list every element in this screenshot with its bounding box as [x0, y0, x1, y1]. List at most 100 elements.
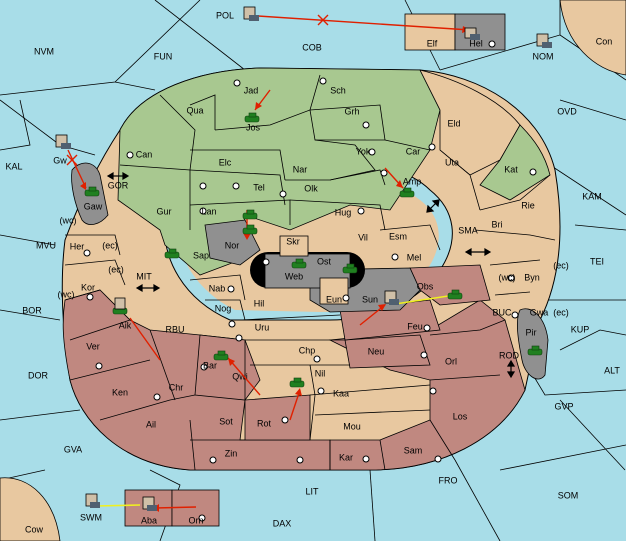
land-label-Her: Her [70, 241, 85, 251]
land-label-Tel: Tel [253, 182, 265, 192]
skr-land[interactable] [279, 235, 309, 257]
land-label-Gw: Gw [53, 155, 67, 165]
land-label-Jos: Jos [246, 122, 261, 132]
land-label-Nar: Nar [293, 164, 308, 174]
sea-label-Cow: Cow [25, 524, 44, 534]
land-label-Gwa: Gwa [530, 307, 549, 317]
sea-label-GVP: GVP [554, 401, 573, 411]
sea-label-DOR: DOR [28, 370, 49, 380]
fleet-icon [243, 6, 259, 21]
fleet-icon [536, 33, 552, 48]
sea-label-BUC: BUC [492, 307, 512, 317]
army-icon [447, 289, 463, 300]
double-arrow-icon [426, 199, 440, 213]
land-label-Eun: Eun [326, 294, 342, 304]
army-icon [242, 224, 258, 235]
coast-label: (ec) [553, 260, 569, 270]
support-orders [94, 294, 456, 507]
land-label-Mou: Mou [343, 421, 361, 431]
army-icon [242, 209, 258, 220]
sea-label-SMA: SMA [458, 225, 478, 235]
land-label-Elc: Elc [219, 157, 232, 167]
sea-label-RBU: RBU [165, 324, 184, 334]
land-label-Kat: Kat [504, 164, 518, 174]
sea-label-MVU: MVU [36, 240, 56, 250]
kat-land[interactable] [479, 124, 551, 201]
land-label-Chr: Chr [169, 382, 184, 392]
sea-label-GOR: GOR [108, 180, 129, 190]
pir-land[interactable] [516, 308, 549, 380]
army-icon [289, 377, 305, 388]
land-label-Sot: Sot [219, 416, 233, 426]
land-label-Qua: Qua [186, 105, 203, 115]
army-icon [399, 187, 415, 198]
cut-order-marks [66, 14, 329, 166]
sea-label-KUP: KUP [571, 324, 590, 334]
sea-label-ALT: ALT [604, 365, 620, 375]
sea-label-KAL: KAL [5, 161, 22, 171]
land-label-Hel: Hel [469, 38, 483, 48]
rot-land[interactable] [244, 394, 311, 441]
fleets [55, 6, 552, 511]
double-arrow-icon [106, 171, 130, 181]
province-borders [64, 74, 556, 471]
sea-label-POL: POL [216, 10, 234, 20]
land-label-Aba: Aba [141, 515, 157, 525]
elf-land[interactable] [404, 13, 456, 51]
land-label-Sap: Sap [193, 250, 209, 260]
sea-label-DAX: DAX [273, 518, 292, 528]
double-arrow-icon [135, 283, 161, 293]
land-label-Orn: Orn [188, 515, 203, 525]
army-icon [291, 258, 307, 269]
land-label-Byn: Byn [524, 272, 540, 282]
sea-label-COB: COB [302, 42, 322, 52]
sea-label-LIT: LIT [305, 486, 319, 496]
sea-label-BOR: BOR [22, 305, 42, 315]
double-arrow-icon [464, 247, 492, 257]
fleet-icon [85, 493, 100, 508]
land-label-Aik: Aik [119, 320, 132, 330]
land-label-Esm: Esm [389, 231, 407, 241]
land-label-Obs: Obs [417, 281, 434, 291]
coast-label: (ec) [108, 264, 124, 274]
land-label-Bri: Bri [492, 219, 503, 229]
sea-label-TEI: TEI [590, 256, 604, 266]
land-label-Car: Car [406, 146, 421, 156]
land-label-Los: Los [453, 411, 468, 421]
land-label-Sch: Sch [330, 85, 346, 95]
army-icon [527, 345, 543, 356]
land-label-Can: Can [136, 149, 153, 159]
fleet-icon [384, 290, 399, 305]
sea-label-OVD: OVD [557, 106, 577, 116]
supply-centers [83, 40, 537, 522]
army-icon [342, 263, 358, 274]
connection-arrows [106, 171, 516, 379]
sea-label-FRO: FRO [439, 475, 458, 485]
land-label-Pir: Pir [526, 327, 537, 337]
land-labels: Elf Hel Jad Sch Qua Jos Grh Eld Can Yok … [53, 38, 548, 525]
land-label-Ail: Ail [146, 419, 156, 429]
land-label-Hug: Hug [335, 207, 352, 217]
army-icon [244, 112, 260, 123]
land-label-Orl: Orl [445, 356, 457, 366]
sea-label-SOM: SOM [558, 490, 579, 500]
army-icon [84, 186, 100, 197]
land-label-Web: Web [285, 271, 303, 281]
army-icon [164, 248, 180, 259]
coast-label: (ec) [102, 240, 118, 250]
coast-label: (ec) [553, 307, 569, 317]
sea-label-MIT: MIT [136, 271, 152, 281]
land-label-Rot: Rot [257, 418, 272, 428]
sea-label-Con: Con [596, 36, 613, 46]
coast-labels: (wc) (ec) (ec) (wc) (wc) (ec) (ec) [58, 215, 569, 317]
land-label-Rie: Rie [521, 200, 535, 210]
sea-labels: POL NVM FUN COB NOM Con OVD KAL GOR KAM … [5, 10, 620, 534]
land-label-Uta: Uta [445, 157, 459, 167]
land-label-Yok: Yok [356, 146, 371, 156]
land-label-Bar: Bar [203, 360, 217, 370]
fleet-icon [55, 134, 71, 149]
neu-land[interactable] [344, 334, 431, 369]
fleet-icon [114, 297, 126, 310]
land-label-Grh: Grh [344, 106, 359, 116]
